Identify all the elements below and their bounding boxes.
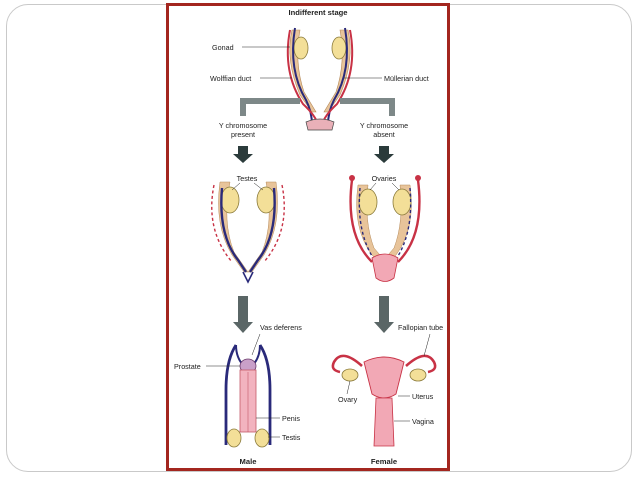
arrow-female-1 <box>374 146 394 163</box>
label-male: Male <box>240 457 257 466</box>
arrow-male-2 <box>233 296 253 333</box>
label-penis: Penis <box>282 414 300 423</box>
wolffian-duct-left <box>292 27 313 126</box>
label-y-absent-1: Y chromosome <box>360 121 408 130</box>
label-y-present-2: present <box>231 130 255 139</box>
uterus <box>363 356 405 399</box>
testis-right <box>254 428 270 448</box>
arrow-female-2 <box>374 296 394 333</box>
indifferent-stage-drawing <box>286 27 354 131</box>
ovary-right <box>409 368 427 382</box>
female-adult-drawing <box>331 354 437 447</box>
label-uterus: Uterus <box>412 392 434 401</box>
label-y-present-1: Y chromosome <box>219 121 267 130</box>
vagina <box>373 397 395 447</box>
label-gonad: Gonad <box>212 43 234 52</box>
label-wolffian-duct: Wolffian duct <box>210 74 251 83</box>
title-indifferent-stage: Indifferent stage <box>288 8 347 17</box>
branch-arrows <box>233 98 395 333</box>
label-vagina: Vagina <box>412 417 434 426</box>
gonad-right <box>331 36 347 60</box>
arrow-male-1 <box>233 146 253 163</box>
label-y-absent-2: absent <box>373 130 395 139</box>
label-vas-deferens: Vas deferens <box>260 323 302 332</box>
testis-left <box>226 428 242 448</box>
ovary-right-early <box>392 188 412 216</box>
male-adult-drawing <box>224 344 272 448</box>
label-testes: Testes <box>237 174 258 183</box>
label-ovary: Ovary <box>338 395 358 404</box>
testis-left-early <box>220 186 240 214</box>
male-developing-drawing <box>211 181 285 284</box>
label-prostate: Prostate <box>174 362 201 371</box>
gonad-left <box>293 36 309 60</box>
wolffian-duct-right <box>327 27 348 126</box>
label-mullerian-duct: Müllerian duct <box>384 74 429 83</box>
female-developing-drawing <box>349 175 421 282</box>
ovary-left-early <box>358 188 378 216</box>
testis-right-early <box>256 186 276 214</box>
label-ovaries: Ovaries <box>372 174 397 183</box>
label-female: Female <box>371 457 397 466</box>
ovary-left <box>341 368 359 382</box>
label-testis: Testis <box>282 433 301 442</box>
label-fallopian-tube: Fallopian tube <box>398 323 443 332</box>
